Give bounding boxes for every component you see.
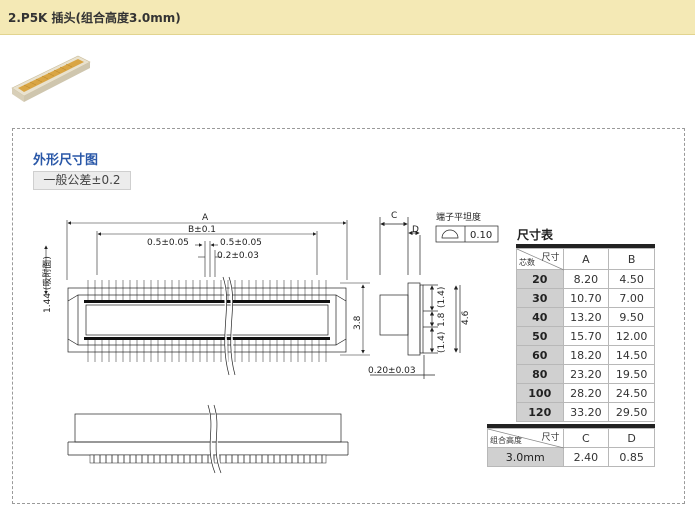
dim-0-20-label: 0.20±0.03 <box>368 366 416 376</box>
dim-col-a: A <box>562 248 610 270</box>
height-col-d: D <box>608 428 655 448</box>
height-table-corner: 尺寸 组合高度 <box>487 428 565 449</box>
dim-b-label: B±0.1 <box>188 225 216 235</box>
dim-c-label: C <box>391 211 397 221</box>
dim-col-b: B <box>608 248 655 270</box>
flatness-label: 端子平坦度 <box>436 211 481 223</box>
dim-d-label: D <box>412 225 419 235</box>
dim-1-4-bottom: (1.4) <box>437 332 447 353</box>
dim-4-6: 4.6 <box>461 310 471 325</box>
dim-table-topbar <box>516 244 655 248</box>
dim-table-corner: 尺寸 芯数 <box>516 248 565 271</box>
tolerance-badge: 一般公差±0.2 <box>33 171 131 190</box>
dim-pitch1-label: 0.5±0.05 <box>147 238 189 248</box>
dim-height-label: 1.44 (吸附面) <box>41 256 53 313</box>
dim-table-title: 尺寸表 <box>517 228 554 242</box>
height-table-topbar <box>487 424 655 428</box>
dim-1-4-top: (1.4) <box>437 287 447 308</box>
dim-3-8-label: 3.8 <box>353 315 363 330</box>
dim-pitch3-label: 0.2±0.03 <box>217 251 259 261</box>
panel-title: 外形尺寸图 <box>33 153 99 168</box>
flatness-value: 0.10 <box>470 230 492 241</box>
height-table: 尺寸 组合高度 C D 3.0mm 2.40 0.85 <box>487 428 655 467</box>
dim-1-8: 1.8 <box>437 312 447 327</box>
dimension-drawing: A B±0.1 0.5±0.05 0.5±0.05 0.2±0.03 1.44 … <box>41 211 499 474</box>
dimension-panel <box>12 128 685 504</box>
header-title: 2.P5K 插头(组合高度3.0mm) <box>8 11 181 25</box>
connector-product-image <box>11 55 91 102</box>
table-row: 3.0mm 2.40 0.85 <box>487 447 655 467</box>
dim-pitch2-label: 0.5±0.05 <box>220 238 262 248</box>
page-header: 2.P5K 插头(组合高度3.0mm) <box>0 0 695 35</box>
height-col-c: C <box>562 428 610 448</box>
dim-a-label: A <box>202 213 209 223</box>
